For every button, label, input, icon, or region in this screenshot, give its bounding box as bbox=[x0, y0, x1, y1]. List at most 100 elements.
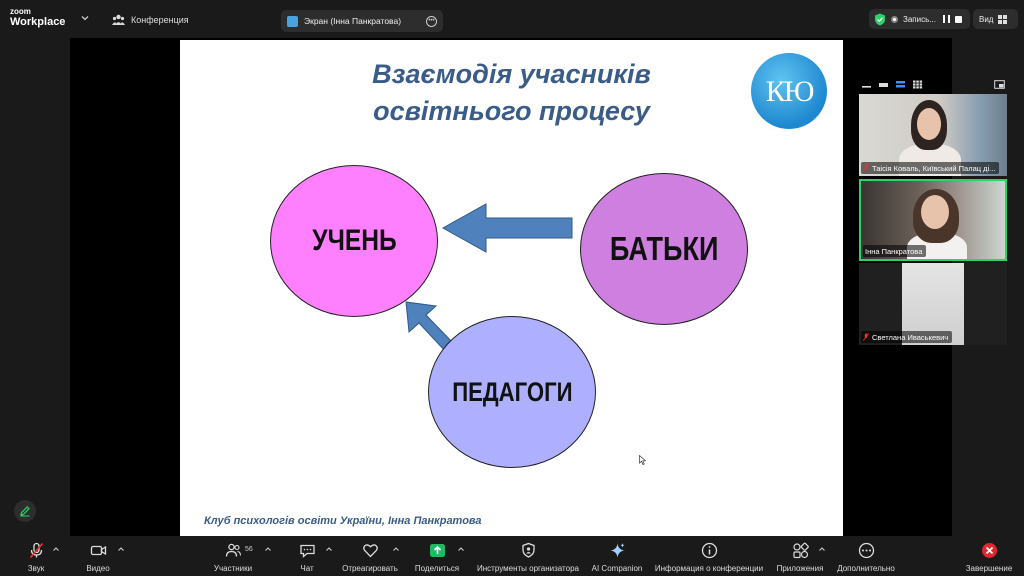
presentation-slide: Взаємодія учасників освітнього процесу К… bbox=[180, 40, 843, 536]
slide-footer: Клуб психологів освіти України, Інна Пан… bbox=[204, 515, 482, 527]
zoom-workplace-logo[interactable]: zoom Workplace bbox=[10, 8, 65, 28]
end-meeting-button[interactable]: Завершение bbox=[964, 542, 1014, 574]
share-button[interactable]: Поделиться bbox=[412, 542, 462, 574]
more-button[interactable]: Дополнительно bbox=[834, 542, 898, 574]
arrow-parents-to-student bbox=[441, 203, 573, 253]
audio-options-caret-icon[interactable] bbox=[52, 546, 60, 552]
mic-muted-icon bbox=[29, 542, 43, 559]
video-panel-controls bbox=[857, 75, 1009, 93]
react-label: Отреагировать bbox=[342, 564, 398, 573]
audio-button[interactable]: Звук bbox=[20, 542, 52, 574]
club-logo-text: КЮ bbox=[765, 75, 815, 108]
shield-icon bbox=[521, 542, 535, 558]
top-bar: zoom Workplace Конференция Экран (Інна П… bbox=[0, 0, 1024, 38]
react-button[interactable]: Отреагировать bbox=[340, 542, 400, 574]
sparkle-icon bbox=[610, 543, 624, 558]
pencil-icon bbox=[20, 506, 30, 517]
participant-1-face bbox=[917, 108, 941, 140]
grid-view-icon bbox=[998, 14, 1008, 24]
screen-share-tab-label: Экран (Інна Панкратова) bbox=[304, 16, 402, 26]
screen-share-tab[interactable]: Экран (Інна Панкратова) ••• bbox=[281, 10, 443, 32]
slide-arrows bbox=[405, 203, 573, 354]
more-label: Дополнительно bbox=[837, 564, 895, 573]
logo-line-2: Workplace bbox=[10, 16, 66, 28]
meeting-toolbar: Звук Видео Участники 56 Чат Отреагироват… bbox=[0, 540, 1024, 576]
people-icon bbox=[112, 14, 125, 25]
apps-icon bbox=[792, 542, 809, 559]
end-meeting-label: Завершение bbox=[965, 564, 1013, 573]
video-label: Видео bbox=[86, 564, 110, 573]
participant-2-face bbox=[921, 195, 949, 229]
circle-parents-label: БАТЬКИ bbox=[609, 230, 719, 267]
recording-label: Запись... bbox=[903, 14, 936, 24]
share-screen-icon bbox=[429, 544, 445, 557]
participant-1-name: Таісія Коваль, Київський Палац ді... bbox=[872, 163, 996, 173]
host-tools-button[interactable]: Инструменты организатора bbox=[474, 542, 582, 574]
video-tile-participant-2[interactable]: Інна Панкратова bbox=[859, 179, 1007, 261]
participants-button[interactable]: Участники bbox=[210, 542, 256, 574]
circle-student-label: УЧЕНЬ bbox=[311, 224, 397, 257]
logo-line-1: zoom bbox=[10, 7, 31, 16]
participant-2-name: Інна Панкратова bbox=[865, 246, 923, 256]
chevron-down-icon[interactable] bbox=[80, 13, 90, 23]
circle-teachers: ПЕДАГОГИ bbox=[428, 316, 596, 468]
participants-label: Участники bbox=[213, 564, 253, 573]
participant-3-name-tag: Светлана Иваськевич bbox=[861, 331, 953, 343]
slide-title-line-2: освітнього процесу bbox=[373, 96, 650, 126]
participant-3-name: Светлана Иваськевич bbox=[872, 332, 949, 342]
ai-companion-button[interactable]: AI Companion bbox=[588, 542, 646, 574]
circle-parents: БАТЬКИ bbox=[580, 173, 748, 325]
slide-title-line-1: Взаємодія учасників bbox=[372, 59, 651, 89]
react-options-caret-icon[interactable] bbox=[392, 546, 400, 552]
close-icon bbox=[981, 543, 997, 558]
participant-2-name-tag: Інна Панкратова bbox=[863, 245, 927, 257]
mic-muted-icon bbox=[863, 164, 869, 172]
meeting-label: Конференция bbox=[131, 15, 189, 25]
heart-icon bbox=[362, 544, 378, 558]
more-dots-icon bbox=[858, 542, 874, 559]
chat-bubble-icon bbox=[299, 544, 315, 558]
circle-student: УЧЕНЬ bbox=[270, 165, 438, 317]
apps-button[interactable]: Приложения bbox=[774, 542, 826, 574]
mouse-cursor-icon bbox=[639, 455, 646, 465]
share-options-caret-icon[interactable] bbox=[457, 546, 465, 552]
stop-recording-icon[interactable] bbox=[954, 15, 962, 23]
circle-teachers-label: ПЕДАГОГИ bbox=[451, 376, 573, 407]
chat-options-caret-icon[interactable] bbox=[325, 546, 333, 552]
record-dot-icon bbox=[891, 15, 898, 23]
video-options-caret-icon[interactable] bbox=[117, 546, 125, 552]
info-icon bbox=[701, 542, 717, 559]
apps-options-caret-icon[interactable] bbox=[818, 546, 826, 552]
slide-title: Взаємодія учасників освітнього процесу bbox=[180, 56, 843, 130]
view-button[interactable]: Вид bbox=[973, 9, 1018, 29]
single-video-icon[interactable] bbox=[878, 80, 889, 89]
video-tile-participant-3[interactable]: Светлана Иваськевич bbox=[859, 263, 1007, 345]
chat-button[interactable]: Чат bbox=[292, 542, 322, 574]
meeting-menu[interactable]: Конференция bbox=[112, 12, 189, 28]
ai-companion-label: AI Companion bbox=[591, 564, 643, 573]
shield-check-icon bbox=[875, 13, 885, 25]
mic-muted-icon bbox=[863, 333, 869, 341]
minimize-icon[interactable] bbox=[861, 80, 872, 89]
host-tools-label: Инструменты организатора bbox=[477, 564, 579, 573]
strip-view-icon[interactable] bbox=[895, 80, 906, 89]
pause-recording-icon[interactable] bbox=[942, 15, 950, 23]
meeting-info-label: Информация о конференции bbox=[654, 564, 764, 573]
meeting-info-button[interactable]: Информация о конференции bbox=[652, 542, 766, 574]
recording-indicator[interactable]: Запись... bbox=[869, 9, 970, 29]
video-button[interactable]: Видео bbox=[82, 542, 114, 574]
pop-out-icon[interactable] bbox=[994, 79, 1005, 89]
chat-label: Чат bbox=[300, 564, 314, 573]
video-tile-participant-1[interactable]: Таісія Коваль, Київський Палац ді... bbox=[859, 94, 1007, 176]
club-logo: КЮ bbox=[751, 53, 827, 129]
view-label: Вид bbox=[979, 14, 994, 24]
more-options-icon[interactable]: ••• bbox=[426, 15, 437, 27]
participant-1-name-tag: Таісія Коваль, Київський Палац ді... bbox=[861, 162, 1000, 174]
gallery-view-icon[interactable] bbox=[912, 80, 923, 89]
video-camera-icon bbox=[90, 545, 106, 556]
share-label: Поделиться bbox=[414, 564, 460, 573]
participants-options-caret-icon[interactable] bbox=[264, 546, 272, 552]
annotate-button[interactable] bbox=[14, 500, 36, 522]
participants-count: 56 bbox=[245, 546, 253, 553]
